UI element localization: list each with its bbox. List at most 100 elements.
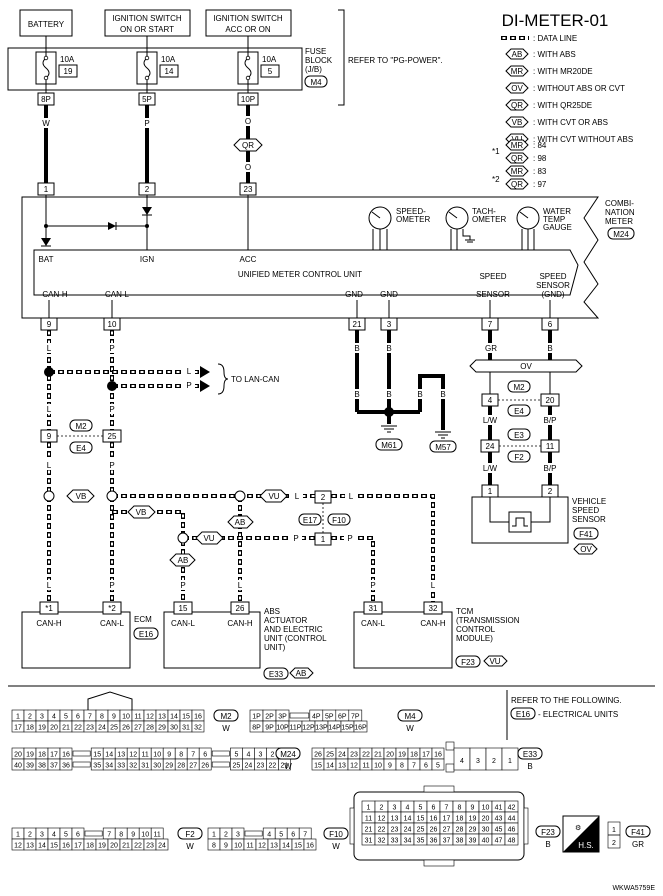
f23-pin: 45 — [495, 827, 503, 834]
m2-pin: 21 — [62, 725, 70, 732]
connector-face-m4-name: M4 — [404, 712, 416, 721]
m4-pin: 7P — [351, 714, 360, 721]
f2-pin: 16 — [62, 843, 70, 850]
wire-p-4: P — [293, 534, 298, 543]
tachometer-label-2: OMETER — [472, 215, 506, 224]
option-splice-2 — [106, 490, 118, 502]
abs-label-5: UNIT) — [264, 643, 286, 652]
f23-pin: 3 — [393, 805, 397, 812]
m24-pin: 26 — [201, 763, 209, 770]
terminal-ign: IGN — [140, 255, 154, 264]
fuse-b-element — [143, 48, 151, 93]
legend-star1-mark: *1 — [492, 147, 500, 156]
tcm-label-3: CONTROL — [456, 625, 496, 634]
meter-pin-1: 1 — [44, 185, 49, 194]
m4-pin: 13P — [315, 725, 328, 732]
refer-pg-power: REFER TO "PG-POWER". — [348, 56, 443, 65]
m4-pin: 10P — [276, 725, 289, 732]
legend-text-mr: : WITH MR20DE — [533, 67, 593, 76]
hs-label: H.S. — [578, 841, 594, 850]
m24-pin: 20 — [14, 752, 22, 759]
harness-icon: ⚙ — [575, 824, 581, 832]
f23-pin: 25 — [417, 827, 425, 834]
m24-pin: 23 — [257, 763, 265, 770]
terminal-gnd-2: GND — [380, 290, 398, 299]
f2-pin: 19 — [98, 843, 106, 850]
f23-pin: 21 — [365, 827, 373, 834]
m2-pin: 20 — [50, 725, 58, 732]
pin-8p: 8P — [41, 95, 51, 104]
m24-pin: 27 — [189, 763, 197, 770]
joint-pin-2: 2 — [321, 493, 326, 502]
tachometer: TACH- OMETER — [445, 206, 506, 250]
e33-pin: 18 — [410, 752, 418, 759]
fuse-block-label-1: FUSE — [305, 47, 326, 56]
f23-pin: 2 — [380, 805, 384, 812]
connector-face-f23-color: B — [545, 840, 550, 849]
m2-pin: 15 — [182, 714, 190, 721]
wire-l-8: L — [431, 581, 436, 590]
f23-pin: 17 — [443, 816, 451, 823]
vss-pin-1: 1 — [488, 487, 493, 496]
f2-pin: 9 — [131, 832, 135, 839]
wire-l-to-lan: L — [187, 367, 192, 376]
f23-pin: 6 — [432, 805, 436, 812]
pin-5p: 5P — [142, 95, 152, 104]
e33-pin: 19 — [398, 752, 406, 759]
connector-face-f23-name: F23 — [541, 828, 555, 837]
diode-symbol — [108, 222, 116, 230]
wire-bp-1: B/P — [544, 416, 557, 425]
meter-pin-9: 9 — [47, 320, 52, 329]
vehicle-speed-sensor-circuit: GR B OV 4 20 M2 E4 L/W B/P 24 11 E3 F2 L… — [469, 330, 606, 555]
refer-electrical-units: - ELECTRICAL UNITS — [538, 710, 618, 719]
option-vb-1: VB — [76, 492, 87, 501]
wire-b-6: B — [440, 390, 445, 399]
wire-p-2: P — [109, 405, 114, 414]
wire-color-o-lower: O — [245, 163, 251, 172]
f23-pin: 11 — [365, 816, 372, 823]
f10-pin: 8 — [212, 843, 216, 850]
f2-pin: 24 — [158, 843, 166, 850]
pin-10p: 10P — [241, 95, 255, 104]
can-data-lines: L P L P TO LAN-CAN L P 9 25 M2 E4 L P VB… — [40, 330, 439, 602]
f2-pin: 7 — [107, 832, 111, 839]
connector-e4-b: E4 — [514, 407, 524, 416]
m24-pin: 38 — [38, 763, 46, 770]
m2-pin: 12 — [146, 714, 154, 721]
m2-pin: 4 — [52, 714, 56, 721]
m4-pin: 14P — [328, 725, 341, 732]
m24-pin: 34 — [105, 763, 113, 770]
m24-pin: 36 — [62, 763, 70, 770]
f23-pin: 1 — [367, 805, 371, 812]
e33-pin: 20 — [386, 752, 394, 759]
legend-code-ab-shape — [505, 48, 529, 60]
legend-star1-qr-value: : 98 — [533, 154, 547, 163]
m24-pin: 28 — [177, 763, 185, 770]
connector-face-f41-name: F41 — [631, 828, 645, 837]
m2-pin: 8 — [100, 714, 104, 721]
legend-code-mr: MR — [511, 67, 524, 76]
connector-face-m2-name: M2 — [220, 712, 232, 721]
wire-color-o-upper: O — [245, 117, 251, 126]
m2-pin: 30 — [170, 725, 178, 732]
f2-pin: 22 — [134, 843, 142, 850]
f23-pin: 35 — [417, 838, 425, 845]
wire-l-1: L — [47, 344, 52, 353]
m24-pin: 31 — [141, 763, 149, 770]
legend-code-qr-shape — [505, 99, 529, 111]
connector-face-f2-color: W — [186, 842, 194, 851]
abs-ab-option: AB — [296, 669, 307, 678]
f2-pin: 8 — [119, 832, 123, 839]
m24-pin: 11 — [142, 752, 149, 759]
legend-code-qr: QR — [511, 101, 523, 110]
fuse-b-number: 14 — [165, 67, 174, 76]
meter-label-3: METER — [605, 217, 633, 226]
terminal-acc: ACC — [240, 255, 257, 264]
m24-pin: 2 — [270, 752, 274, 759]
to-lan-can-label: TO LAN-CAN — [231, 375, 280, 384]
m2-pin: 29 — [158, 725, 166, 732]
tcm-connector: F23 — [461, 658, 475, 667]
water-temp-gauge: WATER TEMP GAUGE — [516, 206, 572, 250]
legend-text-ov: : WITHOUT ABS OR CVT — [533, 84, 625, 93]
